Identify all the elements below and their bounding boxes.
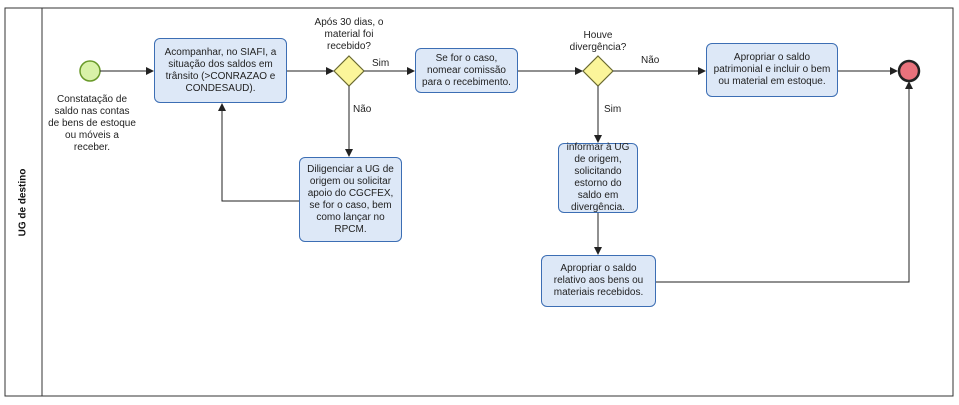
task-informar-ug-origem-text: informar à UG de origem, solicitando est… (566, 142, 630, 213)
gateway1-no-label: Não (353, 104, 372, 115)
task-apropriar-saldo-patrimonial-text: Apropriar o saldo patrimonial e incluir … (713, 52, 831, 87)
task-diligenciar-ug-origem-text: Diligenciar a UG de origem ou solicitar … (307, 163, 394, 235)
task-apropriar-saldo-relativo[interactable]: Apropriar o saldo relativo aos bens ou m… (541, 255, 656, 307)
start-event-label: Constatação de saldo nas contas de bens … (48, 94, 136, 153)
task-acompanhar-siafi-text: Acompanhar, no SIAFI, a situação dos sal… (164, 46, 277, 94)
gateway2-yes-label: Sim (604, 104, 622, 115)
task-acompanhar-siafi[interactable]: Acompanhar, no SIAFI, a situação dos sal… (154, 38, 287, 103)
start-event[interactable] (79, 60, 101, 82)
flow-diligenciar-acompanhar (218, 103, 299, 202)
gateway1-question: Após 30 dias, o material foi recebido? (314, 17, 384, 52)
task-diligenciar-ug-origem[interactable]: Diligenciar a UG de origem ou solicitar … (299, 157, 402, 242)
end-event[interactable] (897, 59, 921, 83)
task-informar-ug-origem[interactable]: informar à UG de origem, solicitando est… (558, 142, 638, 213)
gateway1-yes-label: Sim (372, 58, 390, 69)
task-apropriar-saldo-relativo-text: Apropriar o saldo relativo aos bens ou m… (553, 263, 644, 298)
task-apropriar-saldo-patrimonial[interactable]: Apropriar o saldo patrimonial e incluir … (706, 43, 838, 97)
gateway2-question: Houve divergência? (569, 30, 627, 53)
flow-apropriar-relativo-end (656, 81, 913, 283)
gateway2-no-label: Não (641, 55, 660, 66)
task-nomear-comissao-text: Se for o caso, nomear comissão para o re… (422, 52, 511, 88)
lane-title-text: UG de destino (17, 168, 29, 236)
task-nomear-comissao[interactable]: Se for o caso, nomear comissão para o re… (415, 48, 518, 93)
lane-title: UG de destino (6, 10, 40, 394)
